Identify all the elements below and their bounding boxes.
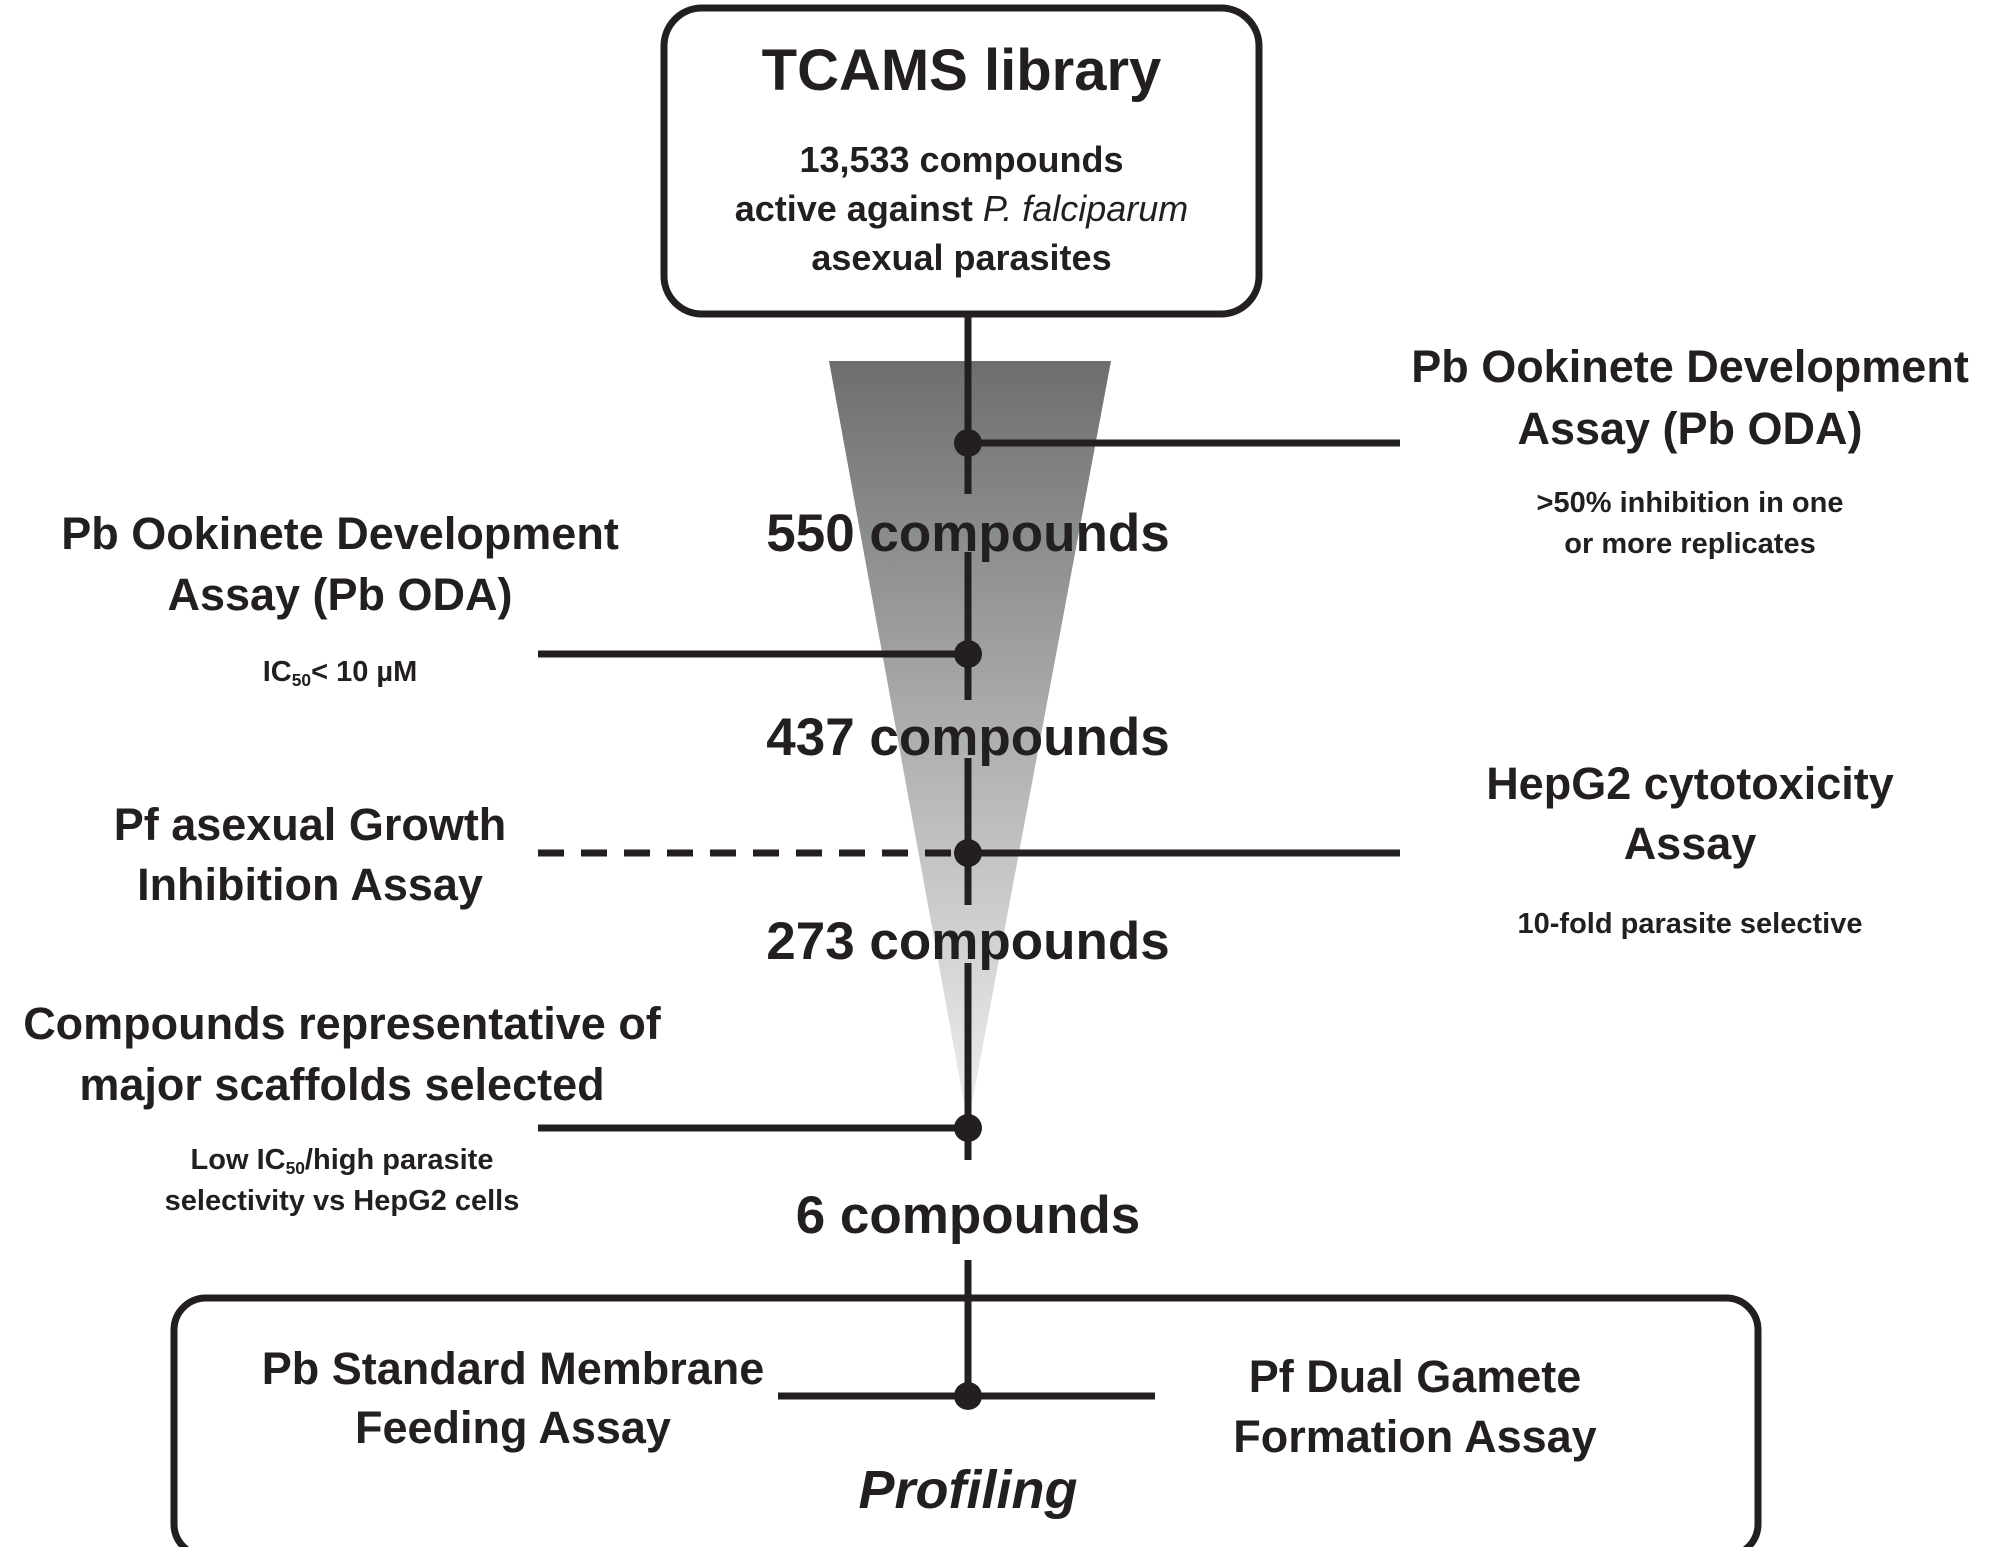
activity-prefix: active against xyxy=(734,188,983,229)
scaffold-crit-subscript: 50 xyxy=(285,1158,305,1179)
junction-dot xyxy=(954,640,982,668)
left-oda-title-2: Assay (Pb ODA) xyxy=(167,569,513,620)
left-oda-ic50: IC50< 10 µM xyxy=(0,655,680,690)
bottom-right-assay-2: Formation Assay xyxy=(1233,1411,1597,1462)
right-hepg2-criterion: 10-fold parasite selective xyxy=(1517,908,1863,940)
count-437: 437 compounds xyxy=(766,708,1170,767)
count-273: 273 compounds xyxy=(766,912,1170,971)
right-hepg2-title-1: HepG2 cytotoxicity xyxy=(1486,758,1894,809)
left-pf-title-2: Inhibition Assay xyxy=(137,859,483,910)
ic50-suffix: < 10 µM xyxy=(311,656,418,688)
left-oda-title-1: Pb Ookinete Development xyxy=(61,508,619,559)
funnel-shape xyxy=(829,361,1111,1125)
right-oda-title-2: Assay (Pb ODA) xyxy=(1517,403,1863,454)
library-compound-count: 13,533 compounds xyxy=(799,139,1124,180)
left-scaffold-title-1: Compounds representative of xyxy=(23,998,661,1049)
ic50-prefix: IC xyxy=(262,656,292,688)
left-scaffold-criterion-1: Low IC50/high parasite xyxy=(0,1143,684,1178)
top-box-frame xyxy=(660,4,1263,318)
junction-dot xyxy=(954,1382,982,1410)
count-550: 550 compounds xyxy=(766,504,1170,563)
junction-dot xyxy=(954,1114,982,1142)
library-title: TCAMS library xyxy=(761,38,1162,103)
profiling-caption: Profiling xyxy=(858,1460,1078,1520)
library-activity-line: active against P. falciparum xyxy=(664,187,1259,230)
bottom-right-assay-1: Pf Dual Gamete xyxy=(1248,1351,1582,1402)
left-pf-title-1: Pf asexual Growth xyxy=(113,799,507,850)
library-stage-line: asexual parasites xyxy=(811,237,1112,278)
ic50-subscript: 50 xyxy=(291,670,312,691)
junction-dot xyxy=(954,839,982,867)
right-hepg2-title-2: Assay xyxy=(1623,818,1757,869)
left-scaffold-title-2: major scaffolds selected xyxy=(79,1059,605,1110)
left-scaffold-criterion-2: selectivity vs HepG2 cells xyxy=(164,1185,520,1217)
species-name: P. falciparum xyxy=(982,188,1189,229)
bottom-left-assay-2: Feeding Assay xyxy=(355,1402,671,1453)
right-oda-title-1: Pb Ookinete Development xyxy=(1411,341,1969,392)
scaffold-crit-prefix: Low IC xyxy=(190,1144,286,1176)
scaffold-crit-suffix: /high parasite xyxy=(304,1144,494,1176)
bottom-left-assay-1: Pb Standard Membrane xyxy=(261,1343,765,1394)
count-6: 6 compounds xyxy=(795,1186,1141,1245)
right-oda-criterion-2: or more replicates xyxy=(1564,528,1816,560)
right-oda-criterion-1: >50% inhibition in one xyxy=(1536,487,1844,519)
junction-dot xyxy=(954,429,982,457)
